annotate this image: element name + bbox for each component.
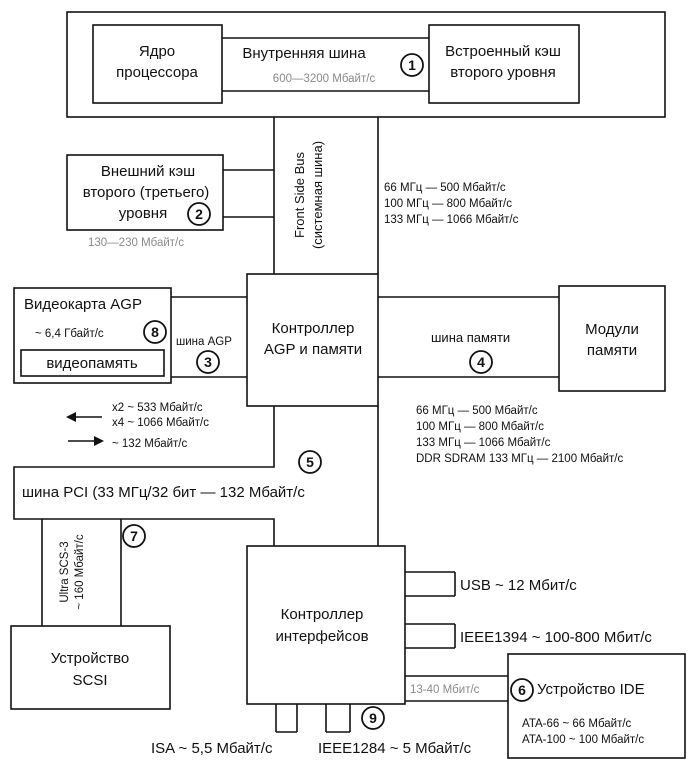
badge-7 xyxy=(122,524,146,548)
processor-core-label-2: процессора xyxy=(116,64,198,81)
external-cache-label-3: уровня xyxy=(119,205,167,222)
ide-branch: 13-40 Мбит/с 6 Устройство IDE ATA-66 ~ 6… xyxy=(405,653,686,759)
badge-4 xyxy=(469,350,493,374)
ide-speed-ata100: ATA-100 ~ 100 Мбайт/с xyxy=(522,734,644,746)
scsi-device-label-2: SCSI xyxy=(72,672,107,689)
agp-bus: шина AGP 3 xyxy=(171,296,247,378)
usb-label: USB ~ 12 Мбит/с xyxy=(460,577,577,594)
badge-5-number: 5 xyxy=(306,454,314,470)
badge-2 xyxy=(187,202,211,226)
scsi-device-label-1: Устройство xyxy=(51,650,129,667)
interface-controller: Контроллер интерфейсов xyxy=(246,545,406,705)
fsb-speed-133: 133 МГц — 1066 Мбайт/с xyxy=(384,214,519,226)
scsi-bus-speed: ~ 160 Мбайт/с xyxy=(74,534,86,609)
l2-cache-label-1: Встроенный кэш xyxy=(445,43,561,60)
cpu-block: Ядро процессора Внутренняя шина 600—3200… xyxy=(66,11,666,118)
memory-modules-label-1: Модули xyxy=(585,321,639,338)
fsb-speed-66: 66 МГц — 500 Мбайт/с xyxy=(384,182,506,194)
video-memory-label: видеопамять xyxy=(46,355,138,372)
scsi-device-box xyxy=(10,625,171,710)
interface-controller-box xyxy=(246,545,406,705)
processor-core-label-1: Ядро xyxy=(139,43,175,60)
agp-speed-x2: x2 ~ 533 Мбайт/с xyxy=(112,402,203,414)
memory-modules-box xyxy=(558,285,666,392)
processor-core-box xyxy=(92,24,223,104)
fsb-label: Front Side Bus xyxy=(292,152,307,238)
memory-speed-133: 133 МГц — 1066 Мбайт/с xyxy=(416,437,551,449)
ide-device-title: Устройство IDE xyxy=(537,681,645,698)
badge-4-number: 4 xyxy=(477,354,485,370)
memory-bus-label: шина памяти xyxy=(431,330,510,345)
pci-bus-left-outline xyxy=(13,406,275,546)
scsi-bus-label: Ultra SCS-3 xyxy=(59,541,71,602)
internal-bus-label: Внутренняя шина xyxy=(242,45,366,62)
badge-5 xyxy=(298,450,322,474)
external-cache: Внешний кэш второго (третьего) уровня 2 … xyxy=(66,154,274,249)
badge-9 xyxy=(361,706,385,730)
agp-speed-legend: x2 ~ 533 Мбайт/с x4 ~ 1066 Мбайт/с ~ 132… xyxy=(66,402,209,450)
left-arrow-icon xyxy=(66,412,76,422)
agp-bus-label: шина AGP xyxy=(176,336,232,348)
pci-bus-label: шина PCI (33 МГц/32 бит — 132 Мбайт/с xyxy=(22,484,305,501)
badge-8 xyxy=(143,320,167,344)
agp-memory-controller-label-2: AGP и памяти xyxy=(264,341,362,358)
badge-2-number: 2 xyxy=(195,206,203,222)
l2-cache-box xyxy=(428,24,580,104)
front-side-bus: Front Side Bus (системная шина) 66 МГц —… xyxy=(273,117,519,274)
badge-1-number: 1 xyxy=(408,57,416,73)
external-cache-label-2: второго (третьего) xyxy=(83,184,210,201)
ieee1394-port: IEEE1394 ~ 100-800 Мбит/с xyxy=(405,623,652,649)
memory-speed-66: 66 МГц — 500 Мбайт/с xyxy=(416,405,538,417)
badge-9-number: 9 xyxy=(369,710,377,726)
badge-6-number: 6 xyxy=(518,682,526,698)
ieee1284-label: IEEE1284 ~ 5 Мбайт/с xyxy=(318,740,472,757)
ide-speed-ata66: ATA-66 ~ 66 Мбайт/с xyxy=(522,718,632,730)
ide-device-box xyxy=(507,653,686,759)
badge-3-number: 3 xyxy=(204,354,212,370)
ieee1394-label: IEEE1394 ~ 100-800 Мбит/с xyxy=(460,629,652,646)
memory-bus: шина памяти 4 Модули памяти xyxy=(378,285,666,392)
interface-controller-label-1: Контроллер xyxy=(281,606,364,623)
external-cache-label-1: Внешний кэш xyxy=(101,163,195,180)
badge-1 xyxy=(400,53,424,77)
fsb-speed-100: 100 МГц — 800 Мбайт/с xyxy=(384,198,512,210)
videocard: Видеокарта AGP ~ 6,4 Гбайт/с 8 видеопамя… xyxy=(13,287,172,384)
usb-port: USB ~ 12 Мбит/с xyxy=(405,571,577,597)
pci-bus: шина PCI (33 МГц/32 бит — 132 Мбайт/с 5 xyxy=(13,406,379,546)
memory-modules-label-2: памяти xyxy=(587,342,637,359)
memory-speeds: 66 МГц — 500 Мбайт/с 100 МГц — 800 Мбайт… xyxy=(416,405,623,465)
ide-link-speed: 13-40 Мбит/с xyxy=(410,684,480,696)
isa-label: ISA ~ 5,5 Мбайт/с xyxy=(151,740,273,757)
internal-bus-speed: 600—3200 Мбайт/с xyxy=(273,73,376,85)
scsi-branch: Ultra SCS-3 ~ 160 Мбайт/с 7 Устройство S… xyxy=(10,519,171,710)
badge-3 xyxy=(196,350,220,374)
interface-controller-label-2: интерфейсов xyxy=(275,628,368,645)
videocard-speed: ~ 6,4 Гбайт/с xyxy=(35,328,104,340)
badge-8-number: 8 xyxy=(151,324,159,340)
badge-7-number: 7 xyxy=(130,528,138,544)
fsb-sublabel: (системная шина) xyxy=(310,141,325,249)
right-arrow-icon xyxy=(94,436,104,446)
agp-memory-controller-box xyxy=(246,273,379,407)
agp-speed-x4: x4 ~ 1066 Мбайт/с xyxy=(112,417,209,429)
legacy-ports: 9 ISA ~ 5,5 Мбайт/с IEEE1284 ~ 5 Мбайт/с xyxy=(151,704,472,757)
video-memory-box xyxy=(20,349,165,377)
external-cache-speed: 130—230 Мбайт/с xyxy=(88,237,184,249)
videocard-title: Видеокарта AGP xyxy=(24,296,142,313)
agp-speed-132: ~ 132 Мбайт/с xyxy=(112,438,187,450)
agp-memory-controller-label-1: Контроллер xyxy=(272,320,355,337)
memory-speed-100: 100 МГц — 800 Мбайт/с xyxy=(416,421,544,433)
memory-speed-ddr: DDR SDRAM 133 МГц — 2100 Мбайт/с xyxy=(416,453,623,465)
l2-cache-label-2: второго уровня xyxy=(450,64,555,81)
badge-6 xyxy=(510,678,534,702)
